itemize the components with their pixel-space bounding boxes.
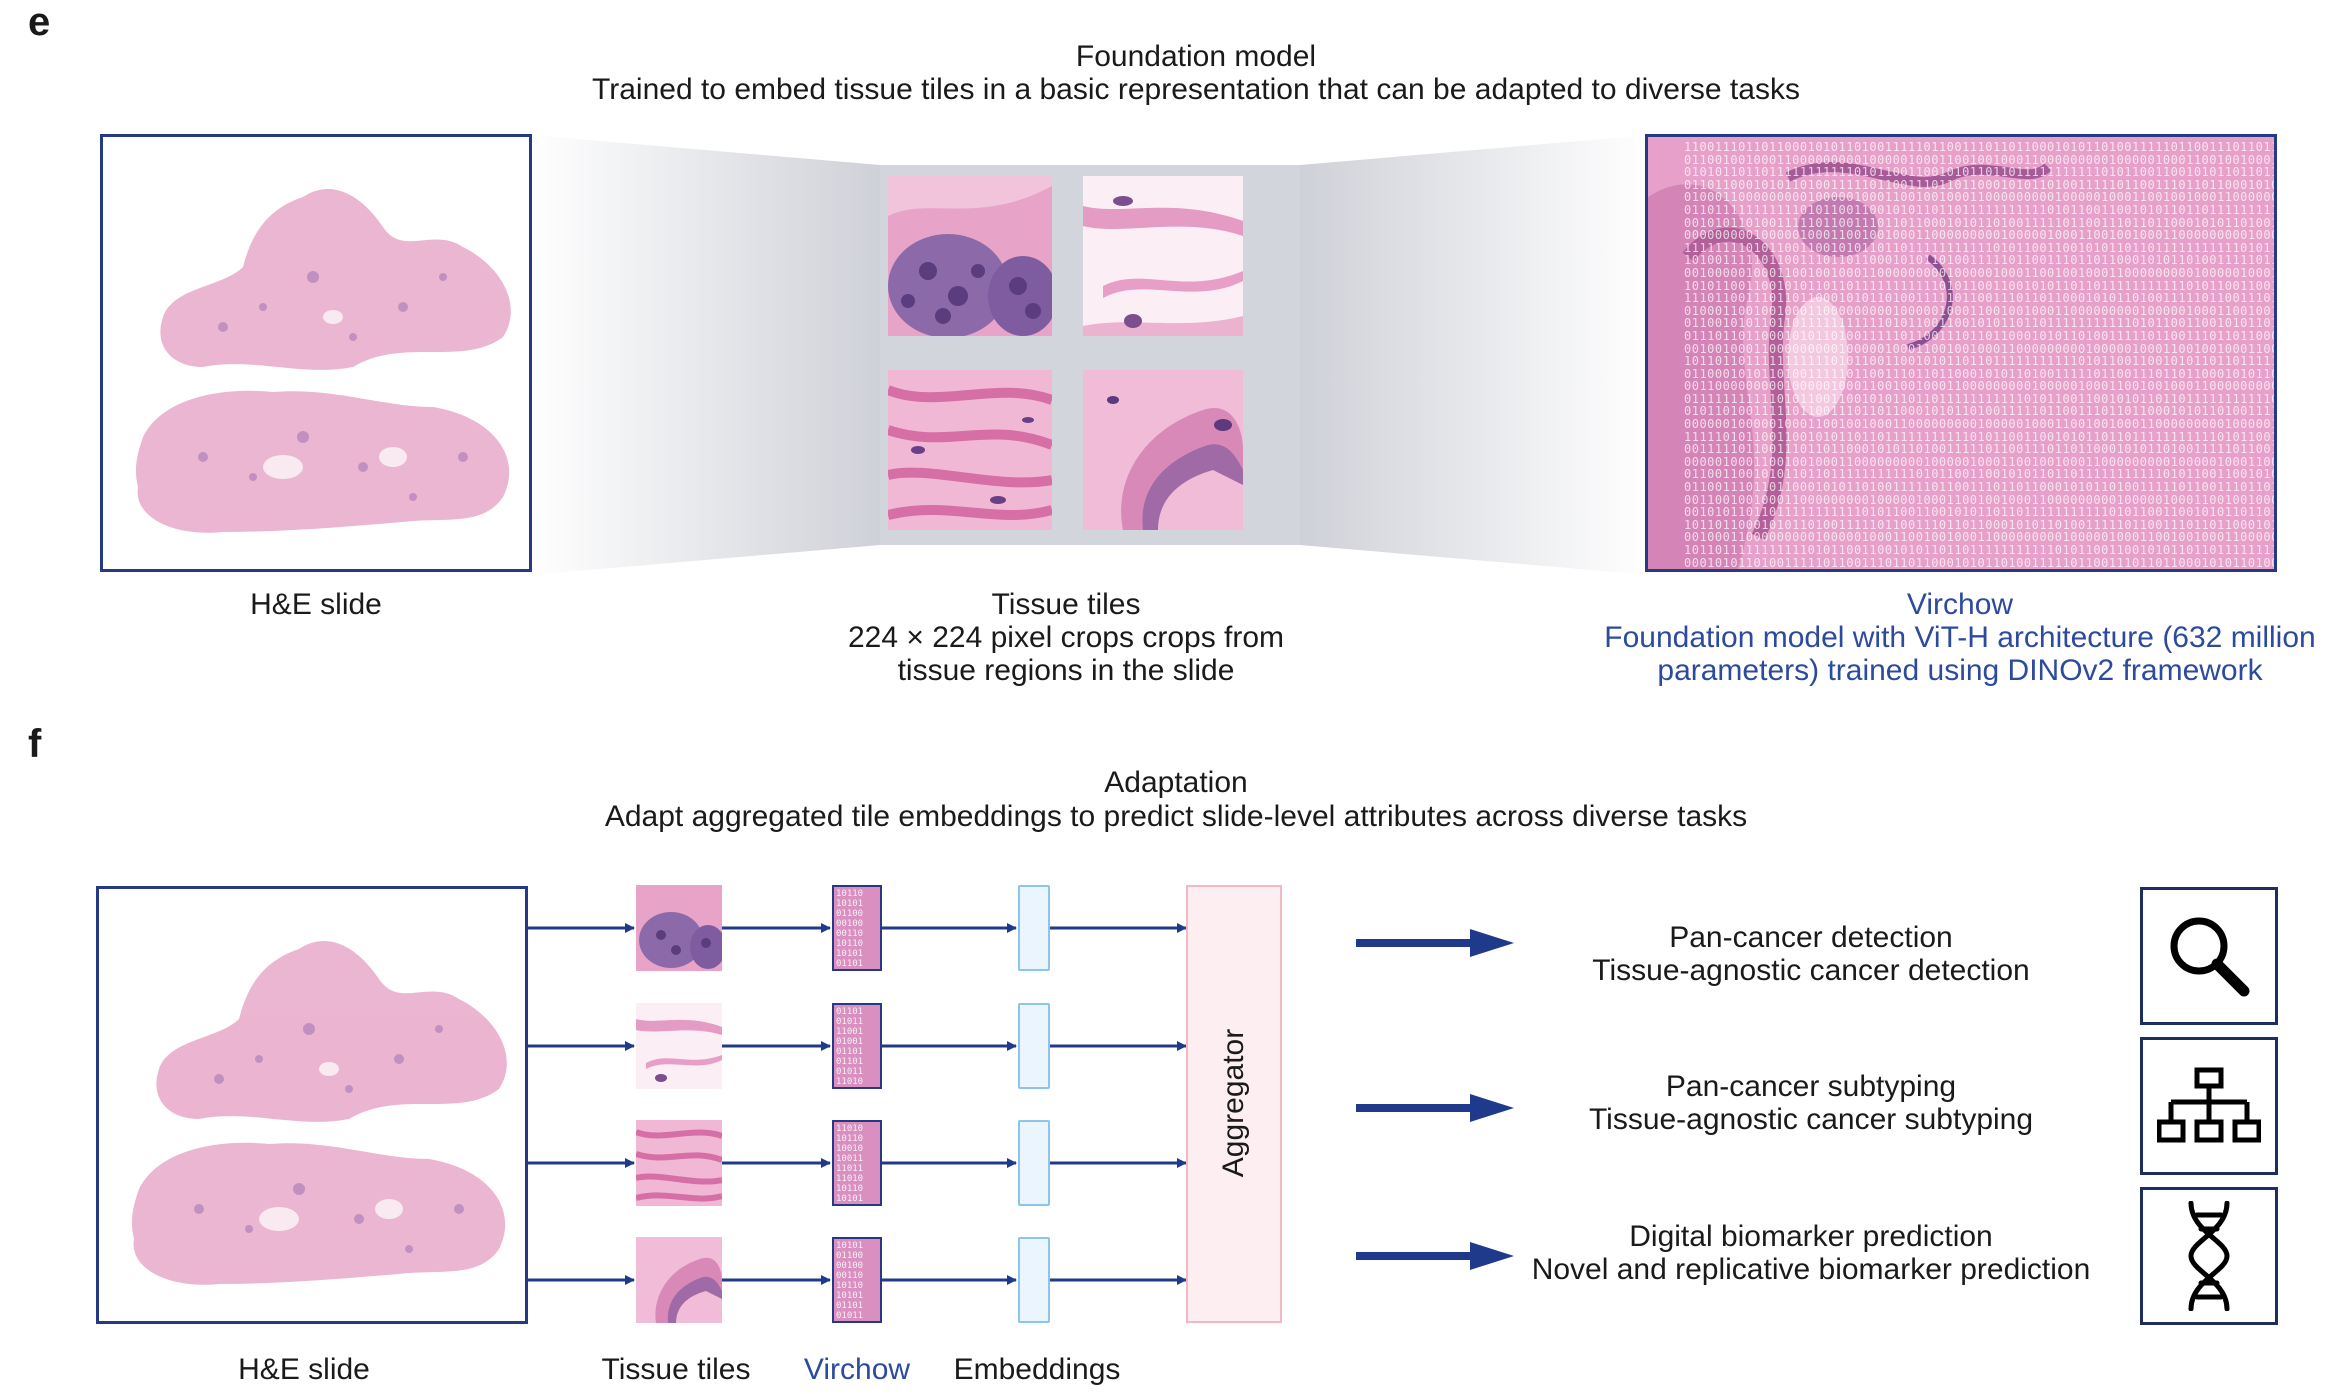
col-label-embeddings: Embeddings: [953, 1353, 1121, 1386]
dna-icon: [2188, 1201, 2230, 1311]
panel-f-letter: f: [28, 722, 42, 766]
task-1-desc: Tissue-agnostic cancer detection: [1592, 954, 2030, 987]
virchow-label-1: Virchow: [1906, 588, 2014, 621]
panel-f-subtitle: Adapt aggregated tile embeddings to pred…: [604, 800, 1748, 833]
small-tile-4: [636, 1237, 722, 1323]
tissue-section-graphic: [135, 188, 511, 533]
binary-texture-overlay: 1100111011011000101011010011111011001110…: [1684, 140, 2274, 569]
panel-e-tiles-label-3: tissue regions in the slide: [897, 654, 1235, 687]
virchow-label-3: parameters) trained using DINOv2 framewo…: [1657, 654, 2263, 687]
task-icon-box-1: [2140, 887, 2278, 1025]
tissue-tile-1: [888, 176, 1052, 336]
virchow-block-3: 11010 10110 10010 10011 11011 11010 1011…: [832, 1120, 882, 1206]
panel-f-slide-label: H&E slide: [238, 1353, 370, 1386]
task-icon-box-3: [2140, 1187, 2278, 1325]
tissue-tile-3: [888, 370, 1052, 530]
tissue-tile-4: [1083, 370, 1243, 530]
small-tile-2: [636, 1003, 722, 1089]
virchow-embedding-image: 1100111011011000101011010011111011001110…: [1645, 134, 2277, 572]
panel-f-title: Adaptation: [1104, 766, 1248, 799]
panel-e-tiles-label-1: Tissue tiles: [991, 588, 1141, 621]
magnifier-icon: [2170, 917, 2250, 997]
panel-e-letter: e: [28, 0, 51, 44]
embedding-box-4: [1018, 1237, 1050, 1323]
task-icon-box-2: [2140, 1037, 2278, 1175]
task-2-desc: Tissue-agnostic cancer subtyping: [1588, 1103, 2034, 1136]
panel-e-title: Foundation model: [1075, 40, 1317, 73]
virchow-block-1: 10110 10101 01100 00100 00110 10110 1010…: [832, 885, 882, 971]
panel-e-tiles-label-2: 224 × 224 pixel crops crops from: [847, 621, 1285, 654]
col-label-virchow: Virchow: [803, 1353, 911, 1386]
virchow-block-4: 10101 01100 00100 00110 10110 10101 0110…: [832, 1237, 882, 1323]
task-2-title: Pan-cancer subtyping: [1665, 1070, 1957, 1103]
embedding-box-2: [1018, 1003, 1050, 1089]
embedding-box-1: [1018, 885, 1050, 971]
task-1-title: Pan-cancer detection: [1669, 921, 1953, 954]
task-3-title: Digital biomarker prediction: [1629, 1220, 1993, 1253]
tissue-section-graphic-f: [131, 940, 507, 1285]
aggregator-box: [1186, 885, 1282, 1323]
panel-e-subtitle: Trained to embed tissue tiles in a basic…: [592, 73, 1800, 106]
he-slide-image-f: [96, 886, 528, 1324]
he-slide-image: [100, 134, 532, 572]
panel-e-slide-label: H&E slide: [250, 588, 382, 621]
small-tile-3: [636, 1120, 722, 1206]
virchow-label-2: Foundation model with ViT-H architecture…: [1604, 621, 2316, 654]
virchow-block-2: 01101 01011 11001 01001 01101 01101 0101…: [832, 1003, 882, 1089]
task-arrows: [1356, 929, 1514, 1270]
small-tile-1: [636, 885, 722, 971]
aggregator-label: Aggregator: [1217, 1028, 1250, 1178]
embedding-box-3: [1018, 1120, 1050, 1206]
hierarchy-icon: [2157, 1067, 2261, 1143]
task-3-desc: Novel and replicative biomarker predicti…: [1531, 1253, 2091, 1286]
tissue-tile-2: [1083, 176, 1243, 336]
col-label-tissue-tiles: Tissue tiles: [601, 1353, 751, 1386]
